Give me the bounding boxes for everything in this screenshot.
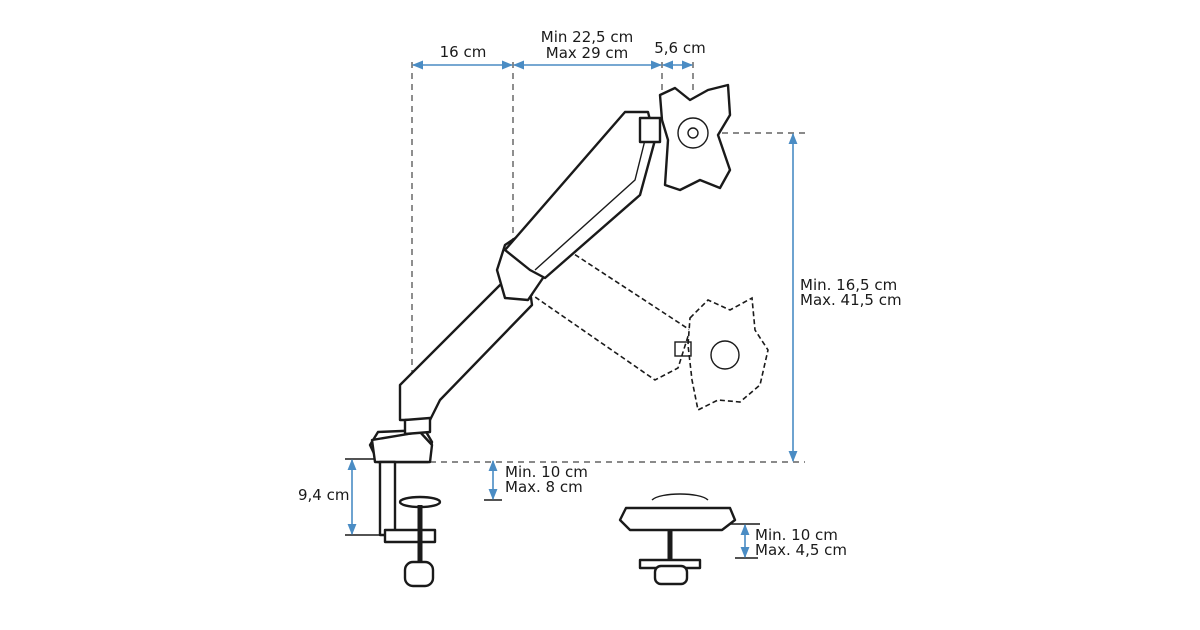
- label-arm-reach-base: 16 cm: [440, 43, 487, 61]
- label-arm-reach-max: Max 29 cm: [546, 44, 629, 62]
- grommet-mount: [618, 493, 737, 586]
- label-height-max: Max. 41,5 cm: [800, 291, 902, 309]
- label-grommet-desk-max: Max. 4,5 cm: [755, 541, 847, 559]
- monitor-arm: [368, 83, 732, 464]
- label-clamp-desk-max: Max. 8 cm: [505, 478, 583, 496]
- label-height-min: Min. 16,5 cm: [800, 276, 897, 294]
- label-clamp-desk-min: Min. 10 cm: [505, 463, 588, 481]
- label-vesa-offset: 5,6 cm: [654, 39, 705, 57]
- lowered-arm-outline: [519, 234, 769, 412]
- c-clamp: [378, 460, 442, 588]
- label-arm-reach-min: Min 22,5 cm: [541, 28, 633, 46]
- label-clamp-height: 9,4 cm: [298, 486, 349, 504]
- extension-lines: [411, 62, 805, 463]
- label-grommet-desk-min: Min. 10 cm: [755, 526, 838, 544]
